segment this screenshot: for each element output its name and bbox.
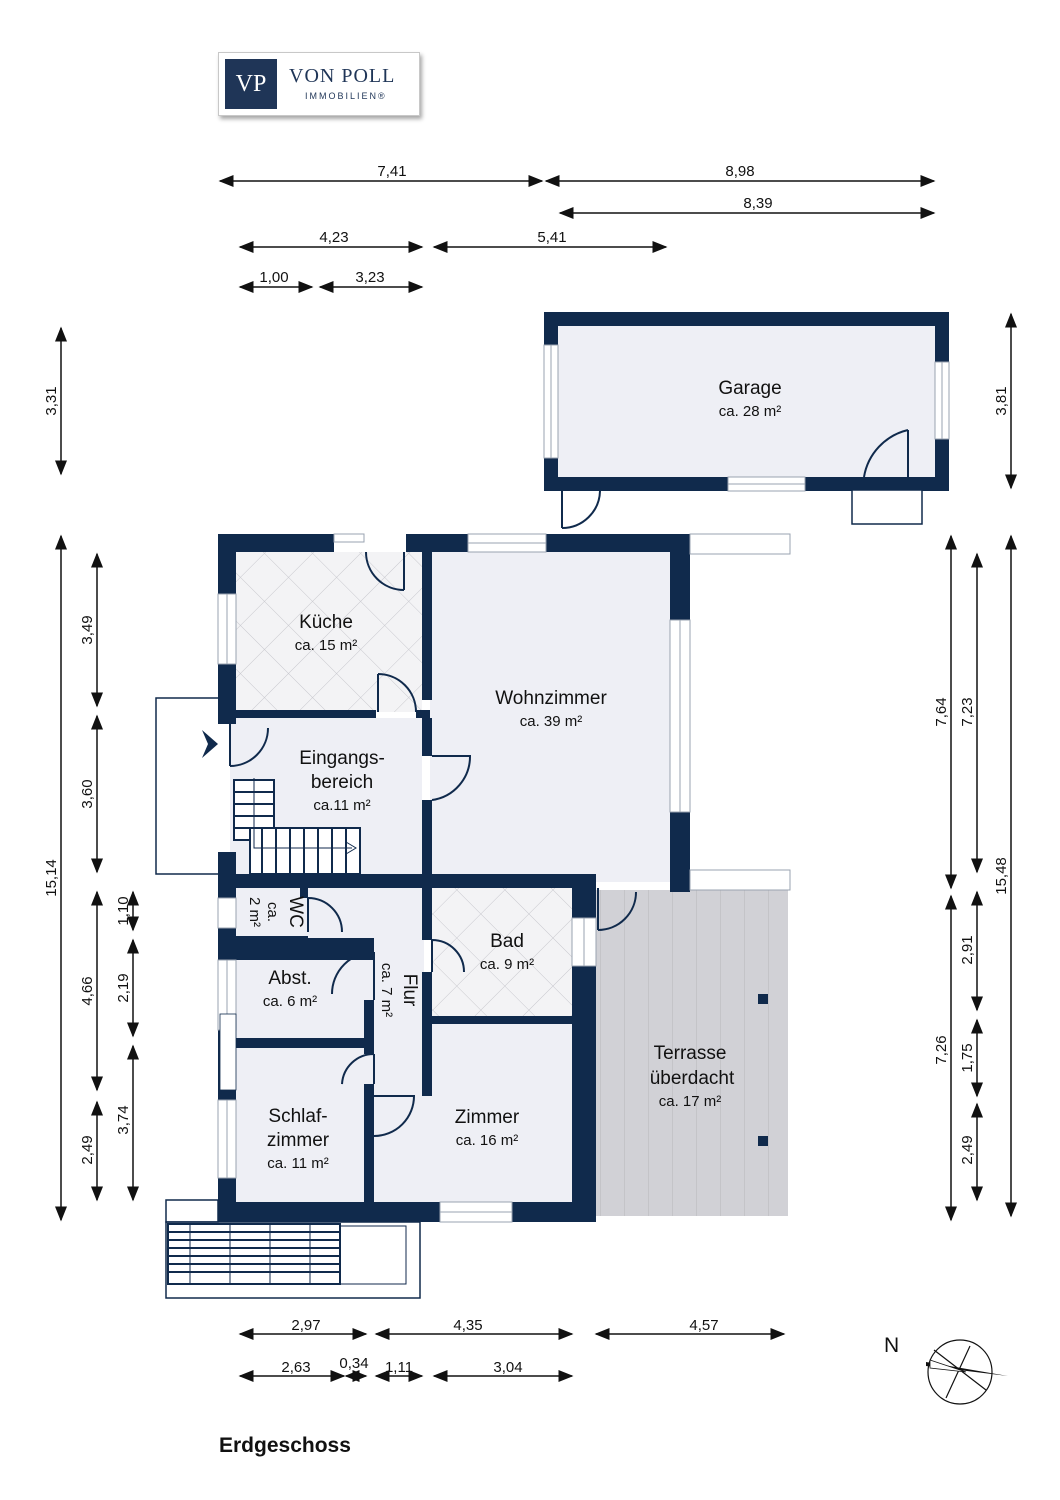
dim-top-7: 3,23 (355, 269, 384, 286)
walls (218, 312, 949, 1222)
terrasse-floor (592, 890, 788, 1216)
floor-label: Erdgeschoss (219, 1434, 351, 1457)
schlaf-area: ca. 11 m² (267, 1155, 328, 1172)
entry-arrow-icon (202, 730, 218, 758)
dim-right-7: 1,75 (959, 1043, 976, 1072)
terrasse-label-2: überdacht (650, 1068, 735, 1089)
dim-top-5: 5,41 (537, 229, 566, 246)
terrace-post (758, 994, 768, 1004)
dimension-lines (55, 175, 1017, 1382)
garage-label: Garage (718, 378, 781, 399)
dim-left-8: 3,74 (115, 1105, 132, 1134)
dim-left-4: 3,60 (79, 779, 96, 808)
dim-left-2: 15,14 (43, 859, 60, 897)
kueche-area: ca. 15 m² (295, 637, 358, 654)
garage-area: ca. 28 m² (719, 403, 782, 420)
dim-left-7: 2,19 (115, 973, 132, 1002)
dim-bottom-1: 2,97 (291, 1317, 320, 1334)
dim-top-1: 7,41 (377, 163, 406, 180)
dim-bottom-2: 4,35 (453, 1317, 482, 1334)
outdoor-stairs (165, 1199, 421, 1299)
wohn-area: ca. 39 m² (520, 713, 583, 730)
dim-top-6: 1,00 (259, 269, 288, 286)
garage-floor (556, 325, 936, 477)
dim-right-5: 7,26 (933, 1035, 950, 1064)
dim-right-8: 2,49 (959, 1135, 976, 1164)
dim-left-5: 1,10 (115, 896, 132, 925)
interior-stairs (233, 778, 361, 875)
logo-name: VON POLL (289, 65, 396, 87)
logo-sub: IMMOBILIEN® (305, 91, 387, 101)
dim-top-3: 8,39 (743, 195, 772, 212)
window-glazing (226, 345, 943, 1213)
wohn-label: Wohnzimmer (495, 688, 607, 709)
dim-left-9: 2,49 (79, 1135, 96, 1164)
wc-area-2: 2 m² (246, 897, 263, 927)
terrasse-area: ca. 17 m² (659, 1093, 722, 1110)
zimmer-area: ca. 16 m² (456, 1132, 519, 1149)
dim-right-2: 7,64 (933, 697, 950, 726)
wc-floor (236, 888, 306, 936)
dim-left-3: 3,49 (79, 615, 96, 644)
dim-right-1: 3,81 (993, 386, 1010, 415)
dim-bottom-7: 3,04 (493, 1359, 522, 1376)
eingang-area: ca.11 m² (313, 797, 370, 814)
eingang-label-2: bereich (311, 772, 373, 793)
north-label: N (884, 1334, 900, 1357)
dim-bottom-3: 4,57 (689, 1317, 718, 1334)
wohn-floor (430, 552, 670, 882)
dim-bottom-4: 2,63 (281, 1359, 310, 1376)
flur-label: Flur (399, 974, 420, 1007)
dim-right-6: 2,91 (959, 935, 976, 964)
terrace-post (758, 1136, 768, 1146)
kueche-floor (236, 552, 422, 712)
dim-right-4: 15,48 (993, 857, 1010, 895)
dim-left-6: 4,66 (79, 976, 96, 1005)
von-poll-logo: VP VON POLL IMMOBILIEN® (218, 52, 420, 116)
bad-label: Bad (490, 931, 524, 952)
dim-top-4: 4,23 (319, 229, 348, 246)
abst-label: Abst. (268, 968, 311, 989)
entrance-platform (155, 697, 218, 875)
abst-area: ca. 6 m² (263, 993, 317, 1010)
dim-left-1: 3,31 (43, 386, 60, 415)
bad-area: ca. 9 m² (480, 956, 534, 973)
logo-mark: VP (225, 59, 277, 109)
zimmer-floor (374, 1024, 572, 1202)
dim-bottom-6: 1,11 (385, 1359, 413, 1376)
dim-right-3: 7,23 (959, 697, 976, 726)
zimmer-label: Zimmer (455, 1107, 520, 1128)
doors (229, 429, 923, 1137)
wall-watermark-logo (219, 1013, 237, 1091)
wc-area-1: ca. (264, 902, 281, 922)
schlaf-label-1: Schlaf- (268, 1106, 327, 1127)
kueche-label: Küche (299, 612, 353, 633)
dim-top-2: 8,98 (725, 163, 754, 180)
compass-icon (926, 1339, 1008, 1405)
terrasse-label-1: Terrasse (654, 1043, 727, 1064)
eingang-label-1: Eingangs- (299, 748, 385, 769)
wc-label: WC (285, 896, 306, 928)
flur-area: ca. 7 m² (378, 963, 395, 1017)
schlaf-label-2: zimmer (267, 1130, 330, 1151)
dim-bottom-5: 0,34 (339, 1355, 368, 1372)
bad-floor (432, 888, 572, 1016)
